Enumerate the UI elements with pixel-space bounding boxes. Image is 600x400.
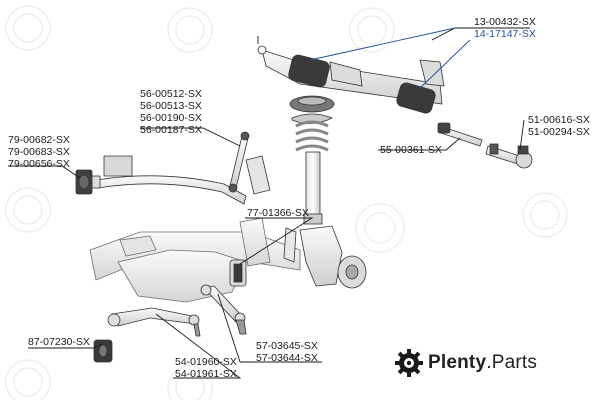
callout-stabilizer-bushing-line-2: 79-00683-SX bbox=[8, 146, 70, 158]
leader-rear-bushing bbox=[239, 217, 314, 265]
callout-arm-bushing: 87-07230-SX bbox=[28, 336, 90, 348]
rear-bushing-part bbox=[229, 259, 247, 287]
callout-inner-tie-rod: 55-00361-SX bbox=[380, 144, 442, 156]
callout-arm-bushing-line-1: 87-07230-SX bbox=[28, 336, 90, 348]
callout-inner-tie-rod-line-1: 55-00361-SX bbox=[380, 144, 442, 156]
callout-control-arm-line-2: 54-01961-SX bbox=[175, 368, 237, 380]
callout-tension-strut: 57-03645-SX 57-03644-SX bbox=[256, 340, 318, 364]
steering-rack bbox=[257, 36, 445, 114]
leader-stabilizer-bushing bbox=[8, 165, 81, 179]
callout-tie-rod-end-line-1: 51-00616-SX bbox=[528, 114, 590, 126]
leader-control-arm bbox=[155, 313, 242, 379]
leader-rack-c bbox=[419, 39, 471, 89]
leader-rack-b bbox=[309, 27, 456, 61]
brand-logo: Plenty.Parts bbox=[394, 346, 537, 380]
leader-stabilizer-link bbox=[140, 127, 241, 147]
callout-tie-rod-end: 51-00616-SX 51-00294-SX bbox=[528, 114, 590, 138]
callout-stabilizer-link-line-4: 56-00187-SX bbox=[140, 124, 202, 136]
callout-stabilizer-link-line-3: 56-00190-SX bbox=[140, 112, 202, 124]
callout-tie-rod-end-line-2: 51-00294-SX bbox=[528, 126, 590, 138]
stabilizer-bar bbox=[95, 155, 271, 205]
arm-bushing-part bbox=[93, 339, 113, 363]
leader-tie-rod-end bbox=[519, 119, 525, 151]
callout-stabilizer-bushing-line-1: 79-00682-SX bbox=[8, 134, 70, 146]
callout-stabilizer-bushing: 79-00682-SX 79-00683-SX 79-00656-SX bbox=[8, 134, 70, 170]
leader-inner-tie-rod bbox=[378, 137, 461, 151]
callout-rack: 13-00432-SX 14-17147-SX bbox=[474, 16, 536, 40]
tension-strut-part bbox=[200, 284, 247, 335]
leader-arm-bushing bbox=[28, 343, 103, 349]
callout-tension-strut-line-2: 57-03644-SX bbox=[256, 352, 318, 364]
callout-control-arm: 54-01960-SX 54-01961-SX bbox=[175, 356, 237, 380]
callout-stabilizer-link-line-1: 56-00512-SX bbox=[140, 88, 202, 100]
callout-rear-bushing-line-1: 77-01366-SX bbox=[247, 207, 309, 219]
brand-name: Plenty bbox=[428, 352, 487, 373]
brand-suffix: .Parts bbox=[486, 352, 538, 373]
callout-stabilizer-bushing-line-3: 79-00656-SX bbox=[8, 158, 70, 170]
control-arm-part bbox=[107, 307, 201, 337]
strut-assembly bbox=[289, 95, 335, 225]
inner-tie-rod-part bbox=[437, 122, 483, 147]
knuckle-hub bbox=[283, 225, 367, 289]
callout-rack-line-2: 14-17147-SX bbox=[474, 28, 536, 40]
gear-icon bbox=[395, 349, 423, 377]
callout-tension-strut-line-1: 57-03645-SX bbox=[256, 340, 318, 352]
subframe bbox=[89, 217, 301, 303]
callout-stabilizer-link: 56-00512-SX 56-00513-SX 56-00190-SX 56-0… bbox=[140, 88, 202, 136]
leader-tension-strut-b bbox=[217, 293, 241, 363]
callout-rear-bushing: 77-01366-SX bbox=[247, 207, 309, 219]
tie-rod-end-part bbox=[485, 143, 533, 169]
stabilizer-link-part bbox=[228, 131, 250, 193]
callout-rack-line-1: 13-00432-SX bbox=[474, 16, 536, 28]
callout-stabilizer-link-line-2: 56-00513-SX bbox=[140, 100, 202, 112]
callout-control-arm-line-1: 54-01960-SX bbox=[175, 356, 237, 368]
watermark-layer bbox=[5, 5, 568, 400]
leader-lines bbox=[8, 27, 530, 379]
stabilizer-bushing-part bbox=[75, 169, 101, 195]
brand-wordmark: Plenty.Parts bbox=[428, 352, 537, 374]
